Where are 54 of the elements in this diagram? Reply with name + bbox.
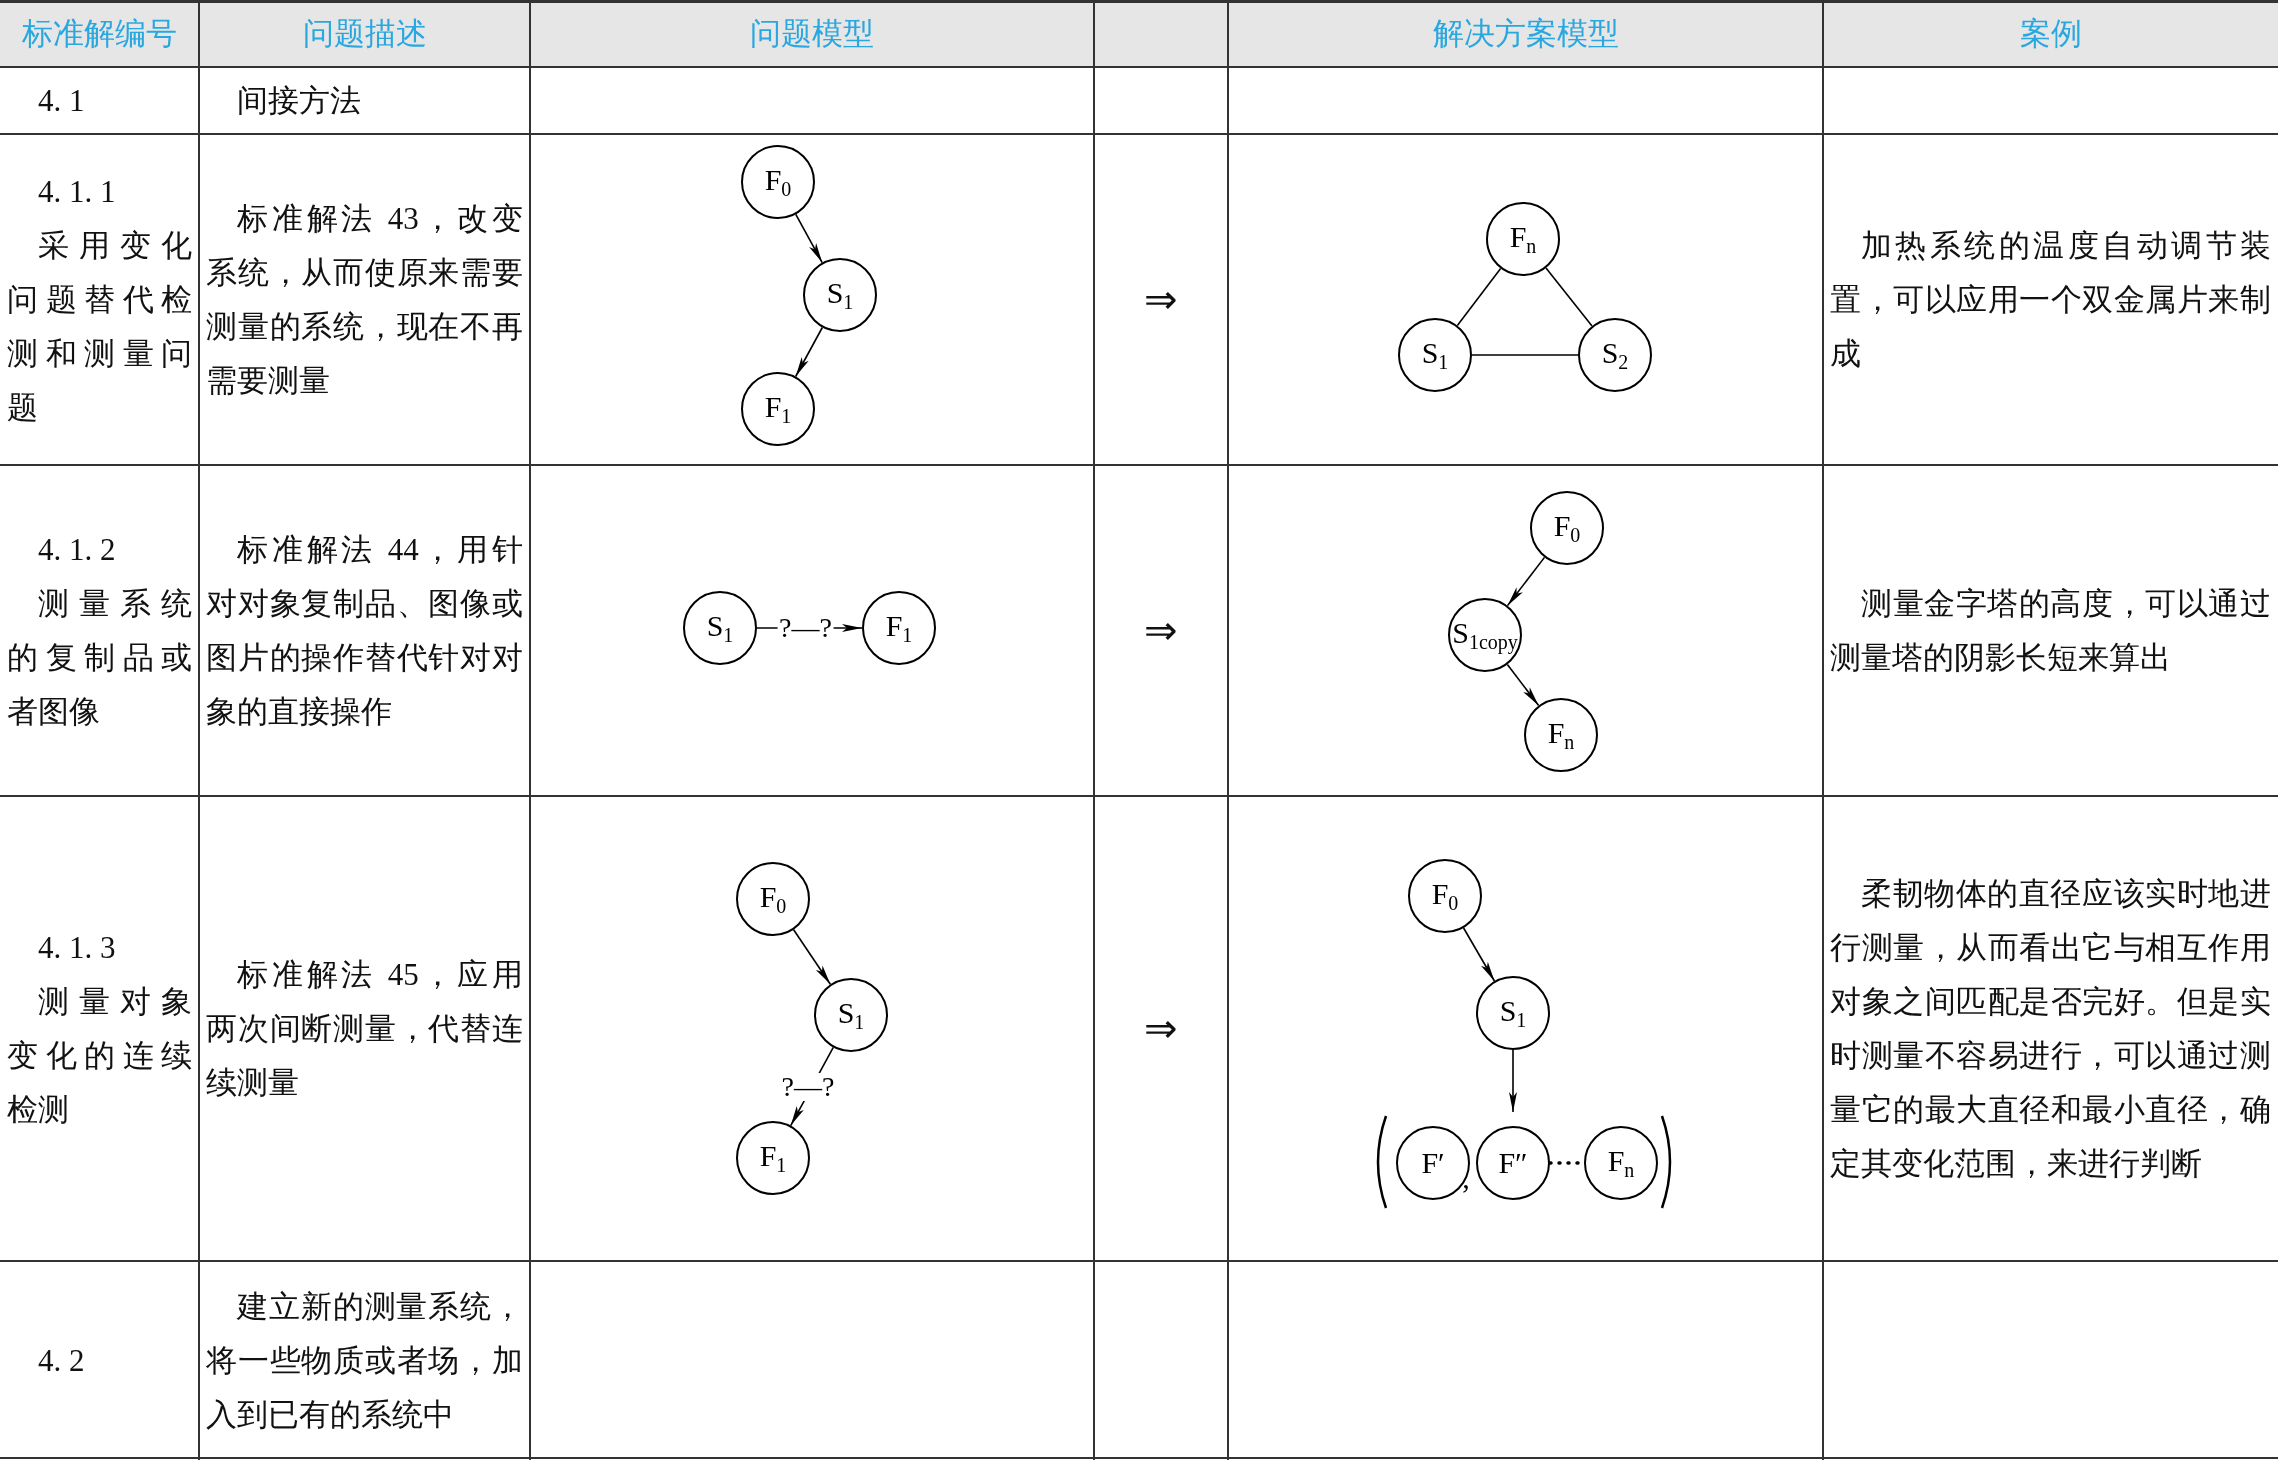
transform-arrow-symbol: ⇒	[1143, 275, 1179, 324]
cell-text: 标准解法 43，改变系统，从而使原来需要测量的系统，现在不再需要测量	[206, 199, 523, 400]
circle-node: F$_{n}$	[1486, 202, 1560, 276]
circle-node: S$_{2}$	[1578, 318, 1652, 392]
circle-node: F$_{0}$	[1530, 491, 1604, 565]
arrow	[1506, 556, 1546, 607]
connector-line	[1456, 267, 1502, 327]
circle-node: F$_{1}$	[736, 1121, 810, 1195]
circle-node: F″	[1476, 1126, 1550, 1200]
cell-text: 柔韧物体的直径应该实时地进行测量，从而看出它与相互作用对象之间匹配是否完好。但是实时测量不容易进行，可以通过测量它的最大直径和最小直径，确定其变化范围，来进行判断	[1830, 874, 2271, 1183]
circle-node: S$_{1}$	[683, 591, 757, 665]
circle-node: F$_{0}$	[736, 862, 810, 936]
cell-text: 4. 1	[37, 81, 86, 120]
edge-label: ?—?	[779, 1072, 837, 1101]
cell-text: 测量对象变化的连续检测	[7, 982, 192, 1129]
separator-comma: ,	[1461, 1164, 1471, 1192]
cell-text: 4. 1. 1	[37, 172, 117, 211]
cell-text: 4. 1. 2	[37, 530, 117, 569]
cell-text: 测量系统的复制品或者图像	[7, 584, 192, 731]
circle-node: F$_{0}$	[1408, 859, 1482, 933]
circle-node: F$_{n}$	[1524, 698, 1598, 772]
transform-arrow-symbol: ⇒	[1143, 1004, 1179, 1053]
circle-node: F$_{0}$	[741, 145, 815, 219]
column-header: 解决方案模型	[1431, 14, 1620, 53]
circle-node: F$_{1}$	[741, 372, 815, 446]
arrow	[1462, 927, 1496, 982]
arrow	[792, 928, 832, 986]
cell-text: 4. 1. 3	[37, 928, 117, 967]
circle-node: S$_{1}$	[814, 978, 888, 1052]
circle-node: S$_{1}$	[803, 258, 877, 332]
column-header: 标准解编号	[21, 14, 178, 53]
arrow	[1509, 1049, 1517, 1113]
cell-text: 间接方法	[236, 81, 362, 120]
connector-line	[1471, 354, 1579, 356]
cell-text: 标准解法 44，用针对对象复制品、图像或图片的操作替代针对对象的直接操作	[206, 530, 523, 731]
circle-node: S$_{1}$	[1476, 976, 1550, 1050]
circle-node: F$_{n}$	[1584, 1126, 1658, 1200]
cell-text: 采用变化问题替代检测和测量问题	[7, 226, 192, 427]
transform-arrow-symbol: ⇒	[1143, 606, 1179, 655]
circle-node: S$_{1}$	[1398, 318, 1472, 392]
cell-text: 加热系统的温度自动调节装置，可以应用一个双金属片来制成	[1830, 226, 2271, 373]
cell-text: 4. 2	[37, 1341, 86, 1380]
column-header: 问题模型	[749, 14, 875, 53]
column-header: 问题描述	[301, 14, 428, 53]
cell-text: 建立新的测量系统，将一些物质或者场，加入到已有的系统中	[206, 1287, 523, 1434]
connector-line	[1545, 267, 1593, 327]
arrow	[795, 213, 823, 264]
column-header: 案例	[2018, 14, 2083, 53]
arrow	[1506, 663, 1540, 707]
cell-text: 测量金字塔的高度，可以通过测量塔的阴影长短来算出	[1830, 584, 2271, 677]
circle-node: F$_{1}$	[862, 591, 936, 665]
arrow	[794, 326, 824, 378]
cell-text: 标准解法 45，应用两次间断测量，代替连续测量	[206, 955, 523, 1102]
circle-node: S$_{1copy}$	[1448, 598, 1522, 672]
